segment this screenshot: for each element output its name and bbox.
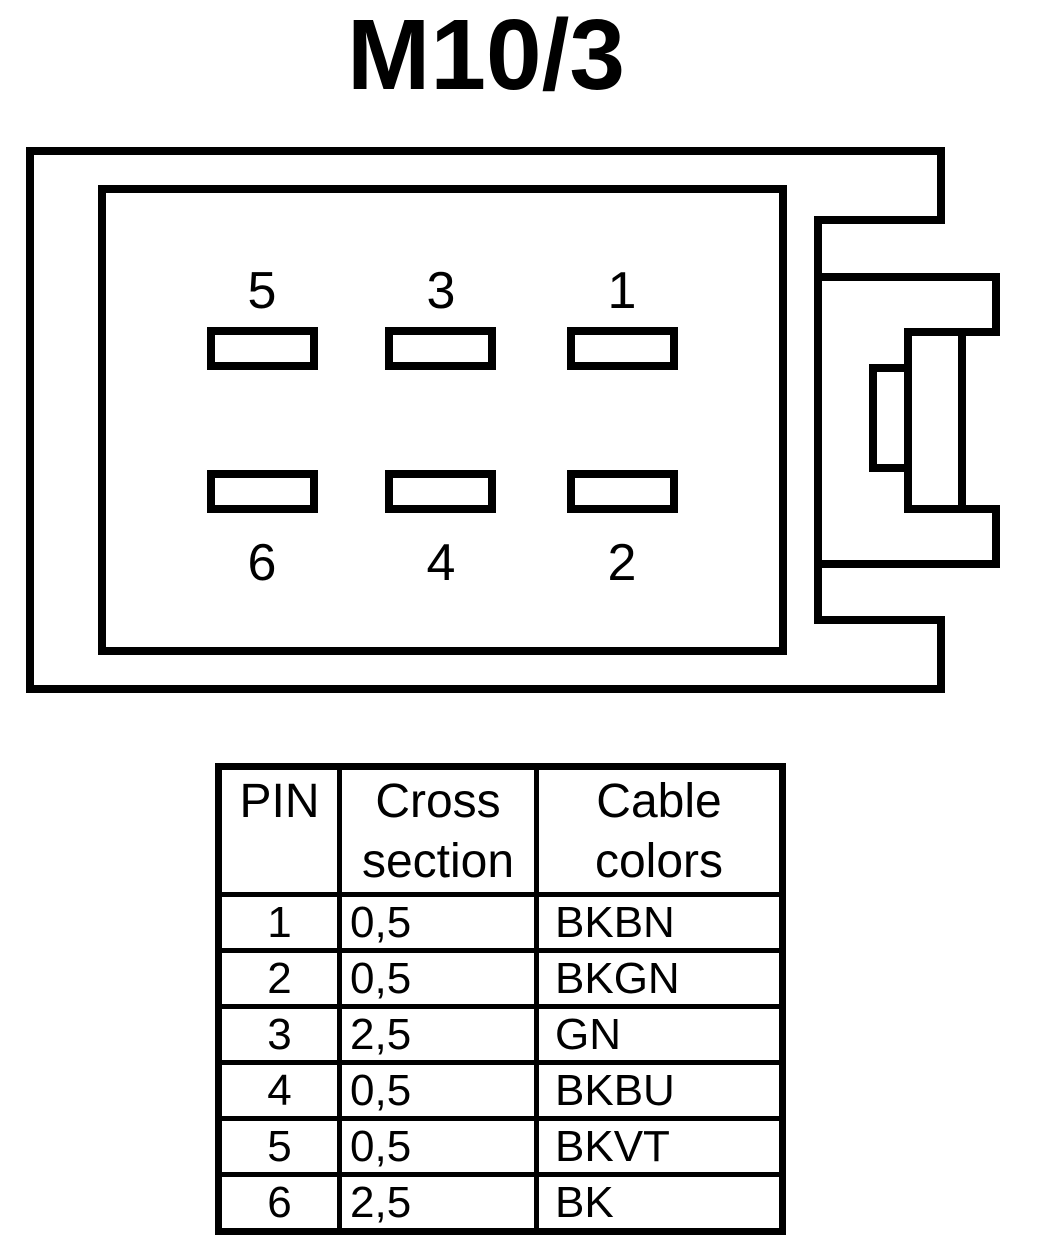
pin-cell: 3	[216, 1004, 342, 1065]
latch-tab-outer	[904, 328, 966, 513]
pin-slot-3	[385, 327, 496, 370]
cable-color-cell: GN	[534, 1004, 785, 1065]
pin-label-2: 2	[608, 534, 637, 592]
pin-cell: 5	[216, 1116, 342, 1177]
col-header-cross-section: Cross section	[337, 764, 539, 897]
pin-label-3: 3	[427, 262, 456, 320]
table-row: 5 0,5 BKVT	[216, 1116, 785, 1177]
page-title: M10/3	[347, 0, 625, 111]
cross-section-cell: 2,5	[337, 1172, 539, 1234]
cross-section-cell: 2,5	[337, 1004, 539, 1065]
pin-label-5: 5	[248, 262, 277, 320]
pin-slot-1	[567, 327, 678, 370]
pin-label-1: 1	[608, 262, 637, 320]
latch-arm-top	[818, 273, 1000, 336]
pin-label-4: 4	[427, 534, 456, 592]
connector-diagram: 5 3 1 6 4 2	[26, 147, 1000, 693]
table-row: 6 2,5 BK	[216, 1172, 785, 1234]
table-row: 3 2,5 GN	[216, 1004, 785, 1065]
outer-housing	[26, 147, 945, 693]
pin-cell: 1	[216, 892, 342, 953]
cross-section-cell: 0,5	[337, 1116, 539, 1177]
pin-label-6: 6	[248, 534, 277, 592]
col-header-cable-colors: Cable colors	[534, 764, 785, 897]
latch-tab-inner	[869, 364, 912, 472]
table-header-row: PIN Cross section Cable colors	[216, 764, 785, 897]
pin-slot-2	[567, 470, 678, 513]
table-row: 4 0,5 BKBU	[216, 1060, 785, 1121]
cable-color-cell: BKBU	[534, 1060, 785, 1121]
cross-section-cell: 0,5	[337, 948, 539, 1009]
table-row: 2 0,5 BKGN	[216, 948, 785, 1009]
pin-slot-6	[207, 470, 318, 513]
pin-slot-5	[207, 327, 318, 370]
pin-table: PIN Cross section Cable colors 1 0,5 BKB…	[215, 763, 786, 1235]
cross-section-cell: 0,5	[337, 1060, 539, 1121]
col-header-pin: PIN	[216, 764, 342, 897]
latch-arm-bottom	[818, 505, 1000, 568]
cross-section-cell: 0,5	[337, 892, 539, 953]
pin-cell: 4	[216, 1060, 342, 1121]
cable-color-cell: BKVT	[534, 1116, 785, 1177]
cable-color-cell: BKBN	[534, 892, 785, 953]
table-row: 1 0,5 BKBN	[216, 892, 785, 953]
pin-cell: 2	[216, 948, 342, 1009]
cable-color-cell: BKGN	[534, 948, 785, 1009]
pin-slot-4	[385, 470, 496, 513]
pin-cell: 6	[216, 1172, 342, 1234]
inner-housing	[98, 185, 787, 655]
cable-color-cell: BK	[534, 1172, 785, 1234]
